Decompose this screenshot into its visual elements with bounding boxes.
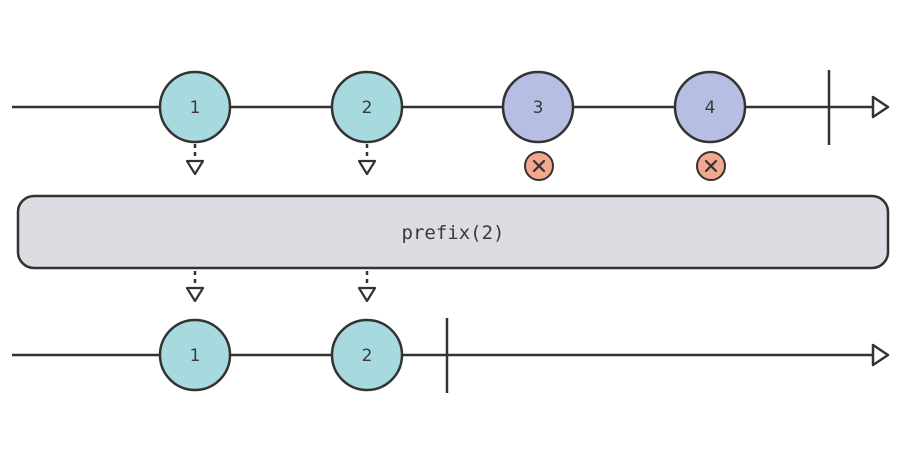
input-marble-label: 3 (533, 98, 544, 118)
input-marble-circle (673, 70, 747, 144)
output-marble-label: 2 (362, 346, 373, 366)
input-marble: 1 (158, 70, 232, 144)
input-marble-label: 4 (705, 98, 716, 118)
output-pass-arrow (357, 271, 377, 303)
x-icon (532, 159, 546, 173)
input-marble-circle (501, 70, 575, 144)
dropped-badge (524, 151, 554, 181)
output-marble-circle (330, 318, 404, 392)
output-pass-arrow (185, 271, 205, 303)
input-marble: 4 (673, 70, 747, 144)
input-marble-circle (158, 70, 232, 144)
down-arrow-icon (185, 286, 205, 303)
output-timeline (12, 318, 890, 393)
input-marble-label: 2 (362, 98, 373, 118)
output-arrowhead-icon (871, 343, 890, 367)
output-marble: 1 (158, 318, 232, 392)
input-marble: 3 (501, 70, 575, 144)
output-marble-circle (158, 318, 232, 392)
input-marble-circle (330, 70, 404, 144)
down-arrow-icon (357, 159, 377, 176)
input-timeline (12, 70, 890, 145)
operator-box: prefix(2) (16, 194, 890, 270)
x-icon (704, 159, 718, 173)
input-pass-arrow (357, 144, 377, 176)
input-marble: 2 (330, 70, 404, 144)
operator-label: prefix(2) (402, 222, 505, 244)
input-marble-label: 1 (190, 98, 201, 118)
input-pass-arrow (185, 144, 205, 176)
down-arrow-icon (185, 159, 205, 176)
output-marble-label: 1 (190, 346, 201, 366)
down-arrow-icon (357, 286, 377, 303)
dropped-badge (696, 151, 726, 181)
operator-box-rect (16, 194, 890, 270)
input-arrowhead-icon (871, 95, 890, 119)
output-marble: 2 (330, 318, 404, 392)
